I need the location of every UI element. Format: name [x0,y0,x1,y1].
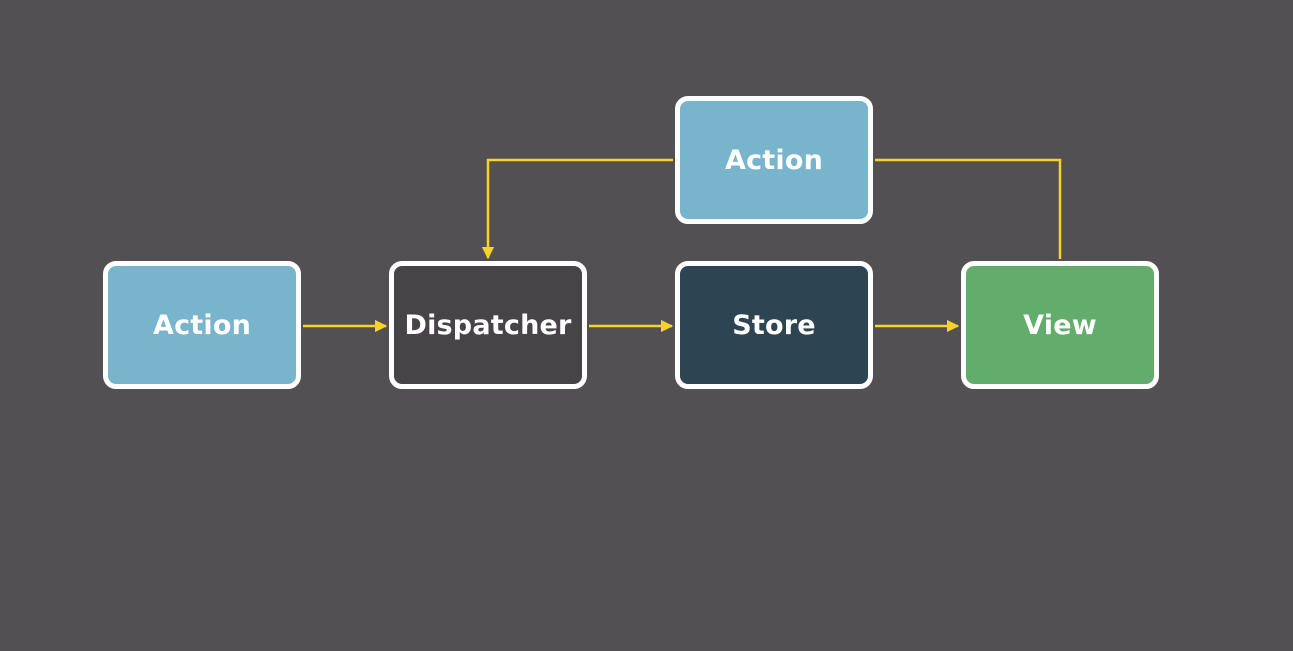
action-node: Action [103,261,301,389]
store-node: Store [675,261,873,389]
view-node-label: View [1023,309,1097,341]
action-node-label: Action [152,309,252,341]
store-node-label: Store [732,309,816,341]
edge-view-to-action [875,158,1062,259]
action-node-top-label: Action [724,144,824,176]
dispatcher-node: Dispatcher [389,261,587,389]
edge-action-to-dispatcher-feedback [481,158,673,260]
dispatcher-node-label: Dispatcher [404,309,572,341]
view-node: View [961,261,1159,389]
action-node-top: Action [675,96,873,224]
